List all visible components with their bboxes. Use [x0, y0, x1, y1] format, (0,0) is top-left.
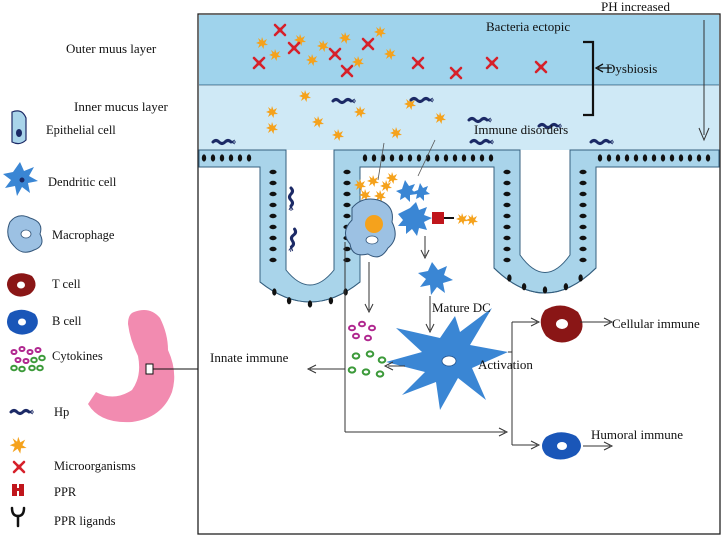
- epithelial-cell-icon: [11, 110, 27, 145]
- legend-ppr: PPR: [54, 485, 77, 499]
- immune-disorders-label: Immune disorders: [474, 122, 569, 137]
- hp-icon: [9, 408, 36, 416]
- mature-dendritic-cell: [418, 262, 453, 295]
- dendritic-cell-capturing: [398, 202, 478, 236]
- stomach-illustration: [88, 310, 175, 423]
- legend-hp: Hp: [54, 405, 70, 419]
- cytokines-tissue: [347, 320, 387, 378]
- activation-label: Activation: [478, 357, 533, 372]
- legend-b-cell: B cell: [52, 314, 82, 328]
- outer-mucus-layer: [199, 15, 719, 85]
- humoral-immune-label: Humoral immune: [591, 427, 684, 442]
- inner-mucus-layer: [199, 86, 719, 150]
- outer-mucus-label: Outer muus layer: [66, 41, 157, 56]
- legend-macrophage: Macrophage: [52, 228, 115, 242]
- invading-microorganisms: [354, 172, 398, 202]
- dysbiosis-label: Dysbiosis: [606, 61, 658, 76]
- diagram-frame: [197, 13, 721, 535]
- microorganism-icon: [9, 436, 27, 454]
- dysbiosis-bracket: [583, 40, 595, 117]
- innate-immune-label: Innate immune: [210, 350, 289, 365]
- ppr-ligand-icon: [10, 506, 26, 528]
- legend-ppr-ligands: PPR ligands: [54, 514, 116, 528]
- legend-microorganisms: Microorganisms: [54, 459, 136, 473]
- epithelium: [198, 149, 720, 303]
- mature-dc-label: Mature DC: [432, 300, 491, 315]
- legend-dendritic-cell: Dendritic cell: [48, 175, 117, 189]
- epithelial-nuclei: [201, 154, 711, 308]
- red-microbe-icon: [12, 460, 26, 474]
- cytokines-icon: [10, 346, 46, 373]
- legend-epithelial-cell: Epithelial cell: [46, 123, 116, 137]
- inner-mucus-label: Inner mucus layer: [74, 99, 168, 114]
- bacteria-ectopic-label: Bacteria ectopic: [486, 19, 571, 34]
- cellular-immune-label: Cellular immune: [612, 316, 700, 331]
- ppr-icon: [12, 484, 24, 496]
- ph-increased-label: PH increased: [601, 0, 670, 14]
- immature-dendritic-cells: [396, 180, 430, 202]
- legend-icons: [3, 110, 46, 528]
- legend-t-cell: T cell: [52, 277, 81, 291]
- stomach-region-marker: [145, 363, 154, 375]
- legend-cytokines: Cytokines: [52, 349, 103, 363]
